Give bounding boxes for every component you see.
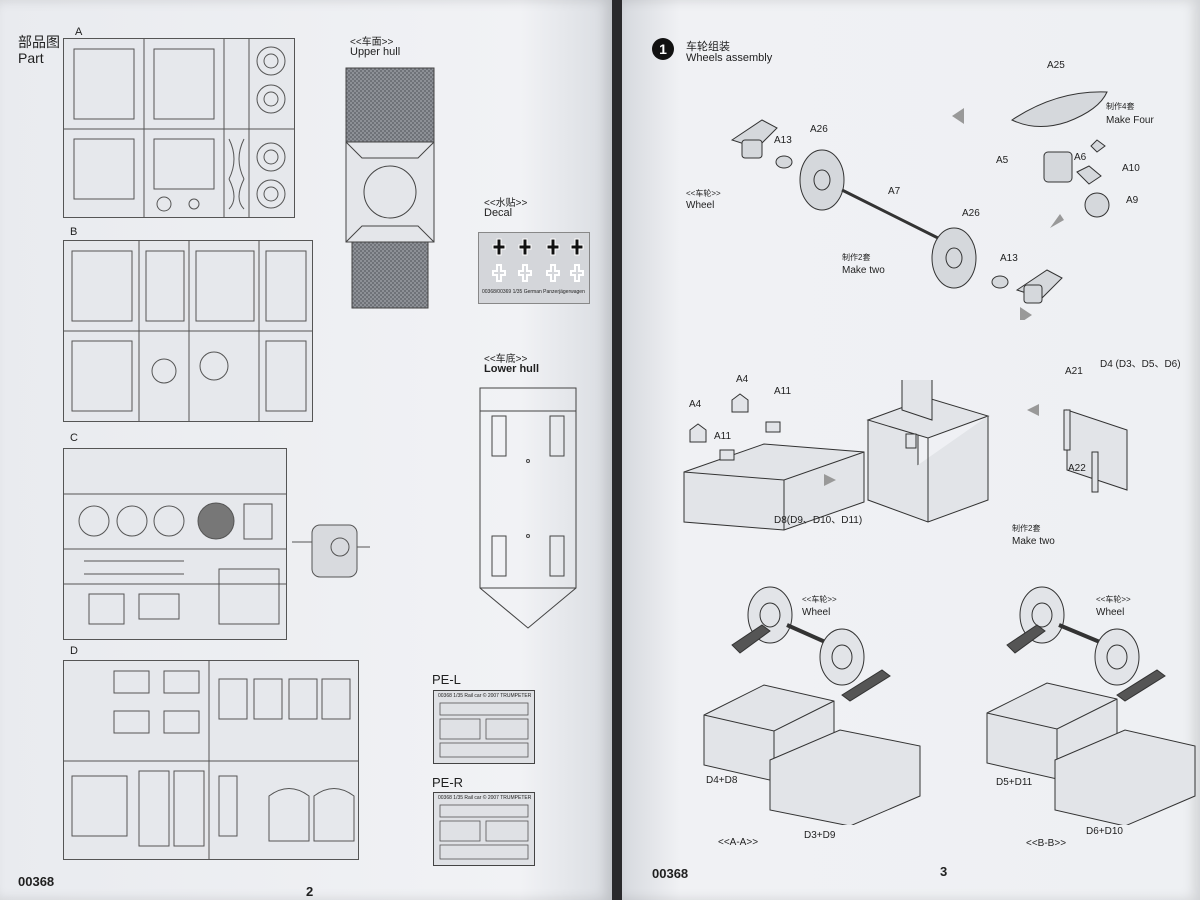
lower-hull-en: Lower hull: [484, 363, 539, 375]
axle-assembly-drawing: [730, 91, 1110, 320]
label-a4-left: A4: [689, 399, 702, 410]
sprue-a: [63, 38, 295, 218]
decal-sheet: 00368/00369 1/35 German Panzerjägerwagen: [478, 232, 590, 304]
sprue-c-drawing: [64, 493, 286, 625]
label-d4: D4 (D3、D5、D6): [1100, 359, 1181, 370]
label-a9: A9: [1126, 195, 1139, 206]
wheelset-a-drawing: [703, 586, 921, 825]
label-a11-left: A11: [714, 431, 732, 442]
wheelset-b-drawing: [986, 586, 1196, 825]
sprue-b-drawing: [64, 241, 312, 421]
parts-title-cn: 部品图: [18, 34, 60, 50]
label-a25: A25: [1047, 60, 1065, 71]
parts-title-en: Part: [18, 50, 44, 66]
sprue-b-label: B: [70, 226, 78, 238]
label-a10: A10: [1122, 163, 1140, 174]
make-four-cn: 制作4套: [1106, 102, 1135, 111]
pe-right-label: PE-R: [432, 775, 464, 790]
pe-left-label: PE-L: [432, 672, 461, 687]
upper-hull-cn: <<车面>>: [350, 37, 394, 48]
label-d3d9: D3+D9: [804, 830, 836, 841]
label-d6d10: D6+D10: [1086, 826, 1123, 837]
wheel-a-cn: <<车轮>>: [802, 595, 837, 604]
label-d5d11: D5+D11: [996, 777, 1033, 788]
sprue-d: [63, 660, 359, 860]
make-two-cn: 制作2套: [842, 253, 871, 262]
step-title-cn: 车轮组装: [686, 41, 730, 53]
label-a13-bottom: A13: [1000, 253, 1018, 264]
label-a26-bottom: A26: [962, 208, 980, 219]
label-d8: D8(D9、D10、D11): [774, 515, 863, 526]
label-a26-top: A26: [810, 124, 828, 135]
make-two-en: Make two: [842, 265, 885, 276]
left-page: 部品图 Part A B: [0, 0, 612, 900]
right-page: 1 车轮组装 Wheels assembly A25: [622, 0, 1200, 900]
turret-part-drawing: [292, 524, 370, 578]
wheel-cn: <<车轮>>: [686, 189, 721, 198]
left-footer-code: 00368: [18, 874, 55, 889]
upper-hull-drawing: [345, 67, 435, 309]
pe-left-drawing: [439, 702, 529, 758]
make-two2-en: Make two: [1012, 536, 1055, 547]
label-a11-top: A11: [774, 386, 792, 397]
wheel-b-en: Wheel: [1096, 607, 1125, 618]
sprue-b: [63, 240, 313, 422]
section-b-label: <<B-B>>: [1026, 838, 1067, 849]
decal-en: Decal: [484, 207, 513, 219]
label-d4d8: D4+D8: [706, 775, 738, 786]
pe-right-caption: 00368 1/35 Rail car © 2007 TRUMPETER: [438, 795, 532, 801]
right-page-number: 3: [940, 864, 948, 879]
make-four-en: Make Four: [1106, 115, 1154, 126]
lower-hull-drawing: [479, 387, 577, 629]
label-a21: A21: [1065, 366, 1083, 377]
label-a13-top: A13: [774, 135, 792, 146]
label-a6: A6: [1074, 152, 1087, 163]
upper-hull-en: Upper hull: [350, 46, 401, 58]
sprue-a-drawing: [64, 39, 294, 217]
sprue-c: [63, 448, 287, 640]
pe-left-sheet: 00368 1/35 Rail car © 2007 TRUMPETER: [433, 690, 535, 764]
decal-cn: <<水贴>>: [484, 198, 528, 209]
pe-right-drawing: [439, 804, 529, 860]
decal-sheet-caption: 00368/00369 1/35 German Panzerjägerwagen: [482, 289, 585, 295]
bearing-box-drawing: [683, 380, 1128, 531]
sprue-a-label: A: [75, 26, 83, 38]
right-footer-code: 00368: [652, 866, 689, 881]
sprue-d-drawing: [64, 661, 358, 859]
label-a7: A7: [888, 186, 901, 197]
left-page-number: 2: [306, 884, 314, 899]
lower-hull-cn: <<车底>>: [484, 354, 528, 365]
decal-crosses: [492, 238, 584, 282]
wheel-en: Wheel: [686, 200, 715, 211]
step-title-en: Wheels assembly: [686, 52, 773, 64]
sprue-d-label: D: [70, 645, 78, 657]
step-number-badge: 1: [652, 38, 674, 60]
sprue-c-label: C: [70, 432, 78, 444]
label-a4-top: A4: [736, 374, 749, 385]
pe-right-sheet: 00368 1/35 Rail car © 2007 TRUMPETER: [433, 792, 535, 866]
wheel-b-cn: <<车轮>>: [1096, 595, 1131, 604]
section-a-label: <<A-A>>: [718, 837, 759, 848]
label-a22: A22: [1068, 463, 1086, 474]
pe-left-caption: 00368 1/35 Rail car © 2007 TRUMPETER: [438, 693, 532, 699]
make-two2-cn: 制作2套: [1012, 524, 1041, 533]
wheel-a-en: Wheel: [802, 607, 831, 618]
label-a5: A5: [996, 155, 1009, 166]
